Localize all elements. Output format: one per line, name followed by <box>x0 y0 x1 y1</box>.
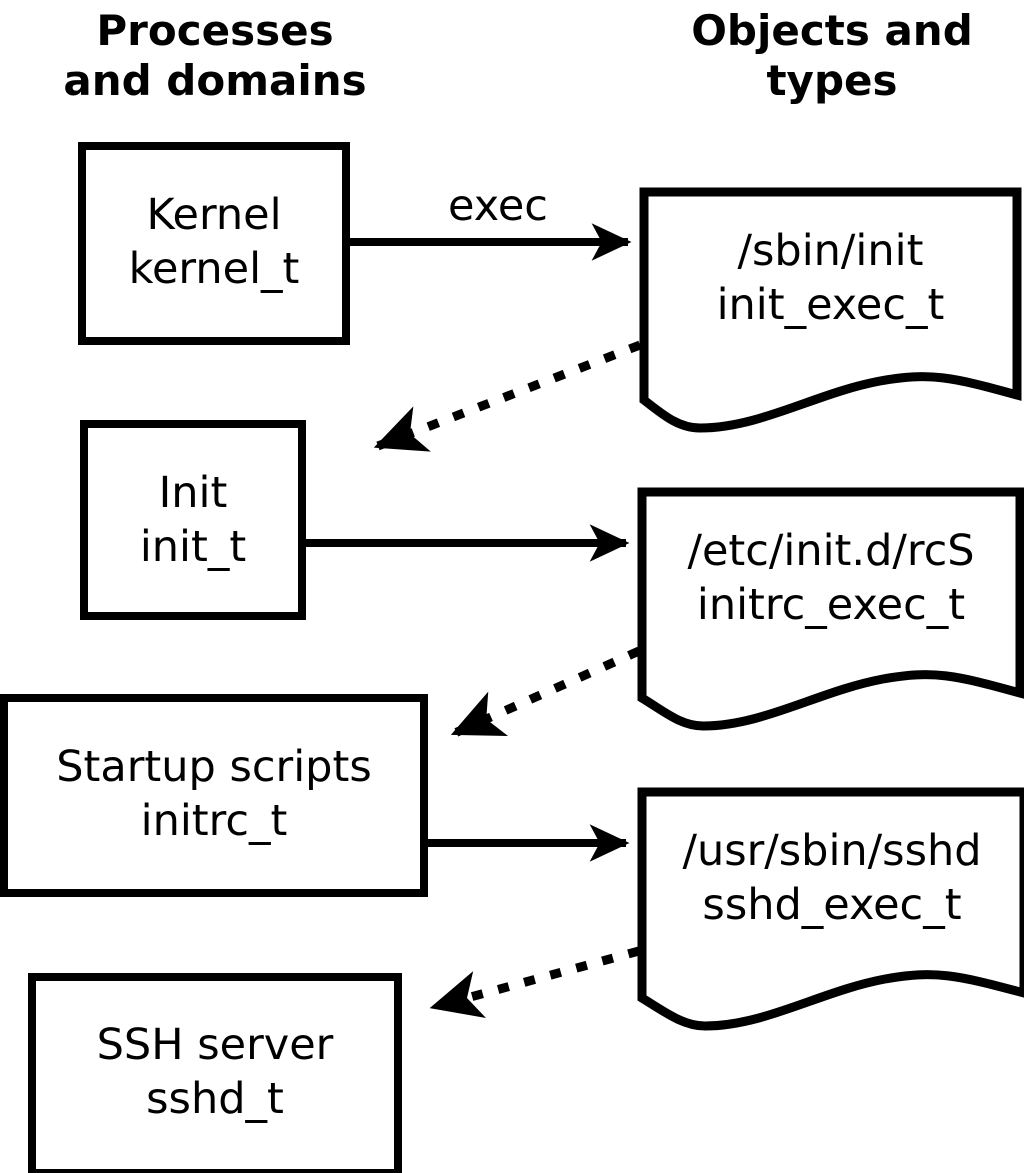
node-initrc-box[interactable] <box>0 694 428 897</box>
node-sshd-box[interactable] <box>28 973 402 1173</box>
edge-label-exec: exec <box>448 181 548 231</box>
edge-transition-sshd[interactable] <box>429 946 641 1018</box>
column-heading-processes: Processes and domains <box>63 6 367 105</box>
node-kernel-box[interactable] <box>78 142 350 345</box>
node-init-exec-doc[interactable] <box>639 187 1022 433</box>
edge-transition-init[interactable] <box>373 340 642 452</box>
node-init-box[interactable] <box>80 420 306 620</box>
node-sshd-exec-doc[interactable] <box>637 787 1024 1031</box>
column-heading-objects: Objects and types <box>691 6 973 105</box>
node-initrc-exec-doc[interactable] <box>637 487 1024 731</box>
edge-transition-initrc[interactable] <box>450 646 641 738</box>
